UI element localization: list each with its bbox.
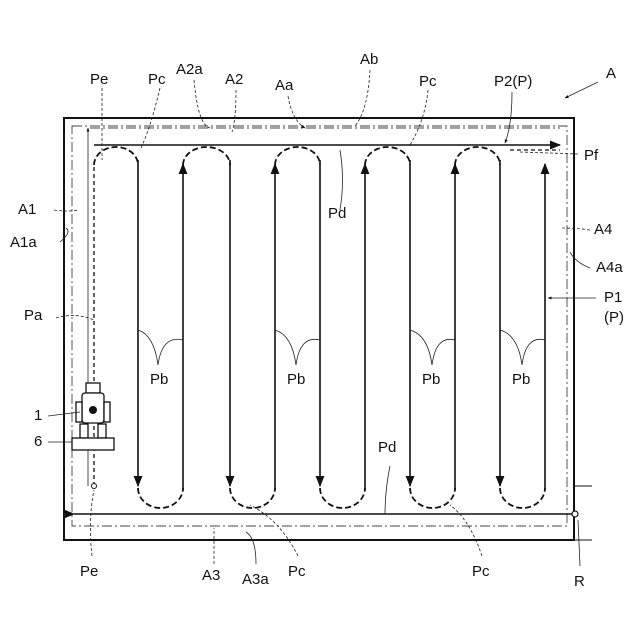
label-A: A bbox=[606, 65, 616, 82]
label-Pd-bottom: Pd bbox=[378, 439, 396, 456]
robot-right-arm bbox=[104, 402, 110, 422]
label-P1-paren: (P) bbox=[604, 309, 624, 326]
label-Aa: Aa bbox=[275, 77, 294, 94]
leader-A4 bbox=[562, 228, 590, 230]
label-Pe-bottom: Pe bbox=[80, 563, 98, 580]
start-point-marker bbox=[92, 484, 97, 489]
base-station-6 bbox=[72, 438, 114, 450]
turn-top-2 bbox=[275, 147, 320, 165]
turn-bottom-2 bbox=[230, 488, 275, 508]
leader-Pd-bottom bbox=[385, 466, 390, 514]
area-boundary-A bbox=[64, 118, 574, 540]
leader-Pf bbox=[520, 152, 578, 154]
label-P2P: P2(P) bbox=[494, 73, 532, 90]
leader-A2a bbox=[194, 80, 210, 128]
label-A3: A3 bbox=[202, 567, 220, 584]
turn-top-3 bbox=[365, 147, 410, 165]
label-A2a: A2a bbox=[176, 61, 203, 78]
robot-left-wheel bbox=[80, 424, 88, 438]
turn-bottom-5 bbox=[500, 488, 545, 508]
robot-head bbox=[86, 383, 100, 393]
robot-core-icon bbox=[89, 406, 97, 414]
label-Pc-bottom-right: Pc bbox=[472, 563, 490, 580]
label-A1: A1 bbox=[18, 201, 36, 218]
leader-A-arrow bbox=[565, 82, 598, 98]
robot-1 bbox=[76, 383, 110, 438]
leader-R bbox=[578, 520, 580, 566]
label-Pc-top-left: Pc bbox=[148, 71, 166, 88]
label-Pb-1: Pb bbox=[150, 371, 168, 388]
leader-Pc-bottom-left bbox=[250, 505, 298, 556]
label-Pf: Pf bbox=[584, 147, 599, 164]
leader-Aa bbox=[288, 96, 305, 128]
brace-Pb-1 bbox=[138, 330, 183, 365]
label-Ab: Ab bbox=[360, 51, 378, 68]
brace-Pb-3 bbox=[410, 330, 455, 365]
leader-Pe-bottom bbox=[90, 490, 94, 556]
label-A4a: A4a bbox=[596, 259, 623, 276]
label-Pc-bottom-left: Pc bbox=[288, 563, 306, 580]
label-Pe-top: Pe bbox=[90, 71, 108, 88]
robot-right-wheel bbox=[98, 424, 106, 438]
label-base-6: 6 bbox=[34, 433, 42, 450]
leader-Pd-top bbox=[340, 150, 343, 210]
turn-bottom-1 bbox=[138, 488, 183, 508]
leader-A1 bbox=[54, 210, 78, 211]
turn-top-1 bbox=[183, 147, 230, 165]
label-A3a: A3a bbox=[242, 571, 269, 588]
label-A4: A4 bbox=[594, 221, 612, 238]
label-robot-1: 1 bbox=[34, 407, 42, 424]
end-point-R-marker bbox=[572, 511, 578, 517]
work-path-P1 bbox=[94, 147, 545, 508]
label-Pb-3: Pb bbox=[422, 371, 440, 388]
reference-labels: A P2(P) Ab A2a A2 Aa Pe Pc Pc Pf A1 A1a … bbox=[10, 51, 624, 590]
leader-A3a bbox=[246, 532, 256, 564]
label-Pb-4: Pb bbox=[512, 371, 530, 388]
brace-Pb-4 bbox=[500, 330, 545, 365]
label-P1: P1 bbox=[604, 289, 622, 306]
turn-bottom-3 bbox=[320, 488, 365, 508]
label-Pc-top-right: Pc bbox=[419, 73, 437, 90]
label-A2: A2 bbox=[225, 71, 243, 88]
label-Pd-top: Pd bbox=[328, 205, 346, 222]
label-A1a: A1a bbox=[10, 234, 37, 251]
label-Pb-2: Pb bbox=[287, 371, 305, 388]
label-Pa: Pa bbox=[24, 307, 43, 324]
turn-top-0 bbox=[94, 147, 138, 165]
turn-top-4 bbox=[455, 147, 500, 165]
turn-bottom-4 bbox=[410, 488, 455, 508]
leader-Pc-bottom-right bbox=[450, 505, 482, 556]
label-R: R bbox=[574, 573, 585, 590]
brace-Pb-2 bbox=[275, 330, 320, 365]
